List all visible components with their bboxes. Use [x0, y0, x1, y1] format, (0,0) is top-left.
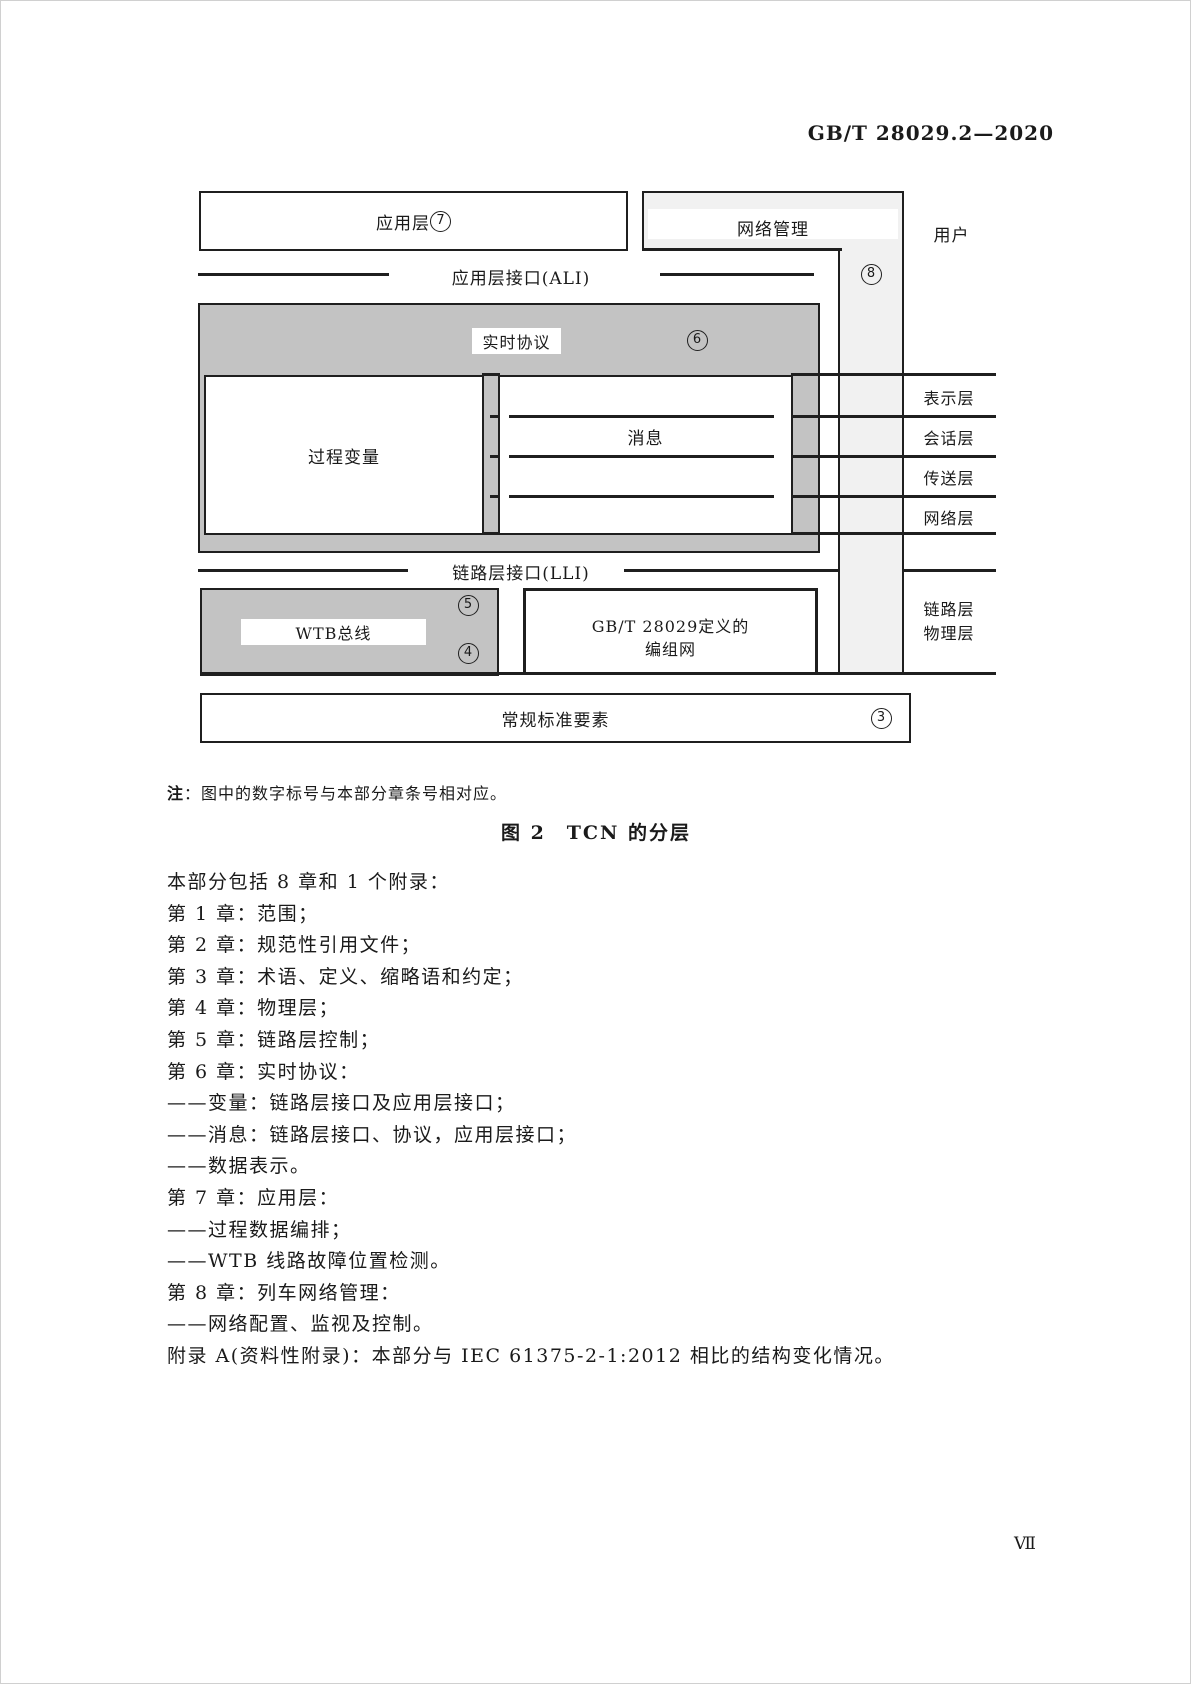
lli-line-right [624, 569, 838, 572]
standard-elements-label: 常规标准要素 [501, 710, 610, 731]
messages-divider-2 [509, 455, 774, 458]
layer-line-top-right [791, 373, 996, 376]
body-line: ——网络配置、监视及控制。 [167, 1313, 434, 1336]
layer-line-bottom-gap [482, 532, 500, 535]
circled-3: 3 [863, 706, 899, 729]
body-line: ——消息：链路层接口、协议，应用层接口； [167, 1123, 578, 1146]
messages-box: 消息 [498, 375, 793, 535]
physical-layer-label: 物理层 [923, 624, 975, 643]
body-line: 第 2 章：规范性引用文件； [167, 934, 422, 957]
layer-label-transport: 传送层 [923, 469, 975, 488]
body-line: ——WTB 线路故障位置检测。 [167, 1250, 451, 1273]
network-mgmt-label-band [648, 209, 898, 239]
figure-note-text: ：图中的数字标号与本部分章条号相对应。 [184, 784, 508, 803]
circled-4-number: 4 [457, 643, 479, 664]
user-label: 用户 [933, 226, 970, 246]
layer-line-top-gap [482, 373, 500, 376]
realtime-protocol-label: 实时协议 [482, 333, 551, 352]
circled-7-number: 7 [430, 210, 451, 232]
doc-number: GB/T 28029.2—2020 [807, 121, 1054, 145]
circled-3-number: 3 [870, 708, 892, 729]
body-line: 附录 A(资料性附录)：本部分与 IEC 61375-2-1:2012 相比的结… [167, 1344, 895, 1367]
lli-label: 链路层接口(LLI) [452, 564, 590, 584]
layer-label-session: 会话层 [923, 429, 975, 448]
body-line: 本部分包括 8 章和 1 个附录： [167, 871, 450, 893]
circled-8: 8 [853, 262, 889, 285]
messages-divider-1 [509, 415, 774, 418]
body-line: 第 3 章：术语、定义、缩略语和约定； [167, 965, 524, 988]
ali-line-right [660, 273, 814, 276]
process-variables-label: 过程变量 [308, 447, 380, 468]
layer-line-2-right [791, 455, 996, 458]
marshalling-network-line2: 编组网 [644, 640, 696, 659]
messages-divider-3 [509, 495, 774, 498]
body-line: ——过程数据编排； [167, 1218, 352, 1241]
diagram-bottom-line [200, 672, 996, 675]
figure-caption: 图 2 TCN 的分层 [500, 822, 692, 844]
layer-label-network: 网络层 [923, 509, 975, 528]
body-line: ——数据表示。 [167, 1155, 311, 1178]
link-layer-label: 链路层 [923, 600, 975, 619]
circled-6: 6 [679, 328, 715, 351]
circled-8-number: 8 [860, 264, 882, 285]
circled-5: 5 [450, 593, 486, 616]
layer-line-1-tick [490, 415, 499, 418]
body-line: 第 7 章：应用层： [167, 1186, 340, 1209]
process-variables-box: 过程变量 [204, 375, 484, 535]
body-line: ——变量：链路层接口及应用层接口； [167, 1092, 516, 1115]
body-line: 第 5 章：链路层控制； [167, 1028, 381, 1051]
body-text: 本部分包括 8 章和 1 个附录： 第 1 章：范围； 第 2 章：规范性引用文… [167, 867, 895, 1373]
circled-5-number: 5 [457, 595, 479, 616]
wtb-bus-label: WTB总线 [295, 624, 372, 643]
figure-note: 注：图中的数字标号与本部分章条号相对应。 [167, 780, 507, 804]
circled-4: 4 [450, 641, 486, 664]
layer-line-bottom-right [791, 532, 996, 535]
body-line: 第 6 章：实时协议： [167, 1060, 360, 1083]
wtb-bus-label-box: WTB总线 [241, 619, 426, 645]
figure-note-label: 注 [167, 784, 185, 803]
network-mgmt-band [838, 251, 904, 675]
network-mgmt-bottom-border [642, 248, 842, 251]
standard-elements-box: 常规标准要素 [200, 693, 911, 743]
network-mgmt-label: 网络管理 [737, 220, 809, 240]
marshalling-network-box: GB/T 28029定义的 编组网 [523, 588, 818, 675]
layer-label-presentation: 表示层 [923, 389, 975, 408]
layer-line-3-right [791, 495, 996, 498]
body-line: 第 1 章：范围； [167, 902, 319, 925]
layer-line-1-right [791, 415, 996, 418]
body-line: 第 8 章：列车网络管理： [167, 1281, 401, 1304]
messages-label: 消息 [627, 429, 664, 449]
link-phys-top-line [902, 569, 996, 572]
application-layer-label: 应用层 [376, 213, 430, 234]
ali-label: 应用层接口(ALI) [451, 269, 591, 289]
link-physical-layer-labels: 链路层 物理层 [902, 598, 996, 646]
layer-line-2-tick [490, 455, 499, 458]
marshalling-network-line1: GB/T 28029定义的 [591, 617, 750, 636]
ali-line-left [198, 273, 389, 276]
layer-line-3-tick [490, 495, 499, 498]
lli-line-left [198, 569, 408, 572]
body-line: 第 4 章：物理层； [167, 997, 340, 1020]
circled-6-number: 6 [686, 330, 708, 351]
realtime-protocol-label-box: 实时协议 [472, 328, 561, 354]
page-number: Ⅶ [1014, 1534, 1036, 1554]
